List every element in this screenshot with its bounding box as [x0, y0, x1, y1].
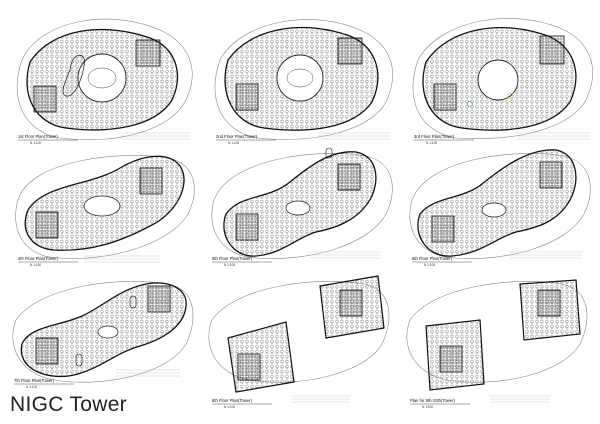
floor-plan-2: 2nd Floor Plan(Tower) N 1:100 [214, 19, 393, 145]
plan-title: 2nd Floor Plan(Tower) [216, 134, 258, 139]
core-left [235, 213, 259, 241]
plant-accent [506, 92, 514, 100]
floor-plan-1: 1st Floor Plan(Tower) N 1:100 [16, 18, 193, 145]
legend-block [516, 132, 590, 140]
plan-title: 6th Floor Plan(Tower) [412, 256, 453, 261]
stair [75, 353, 83, 367]
plan-scale: N 1:100 [228, 141, 239, 145]
site-outline [211, 153, 393, 259]
site-outline [12, 281, 194, 383]
core-left [235, 83, 259, 111]
legend-block [510, 251, 582, 259]
site-outline [214, 19, 393, 140]
floor-plan-3: 3rd Floor Plan(Tower) N 1:100 [412, 18, 593, 145]
atrium [276, 54, 324, 102]
project-title: NIGC Tower [10, 393, 127, 416]
stair [129, 295, 137, 309]
legend-block [116, 369, 180, 377]
legend-block [490, 395, 550, 403]
plan-title: Plan for 9th-10th(Tower) [410, 398, 456, 403]
floor-plan-7: 7th Floor Plan(Tower) N 1:100 [12, 281, 194, 389]
atrium [481, 202, 507, 218]
plan-scale: N 1:100 [224, 405, 235, 409]
core-right [135, 39, 161, 67]
plan-scale: N 1:100 [424, 263, 435, 267]
atrium [97, 325, 119, 339]
floor-plan-6: 6th Floor Plan(Tower) N 1:100 [409, 149, 591, 267]
plan-scale: N 1:100 [224, 263, 235, 267]
plan-scale: N 1:100 [426, 141, 437, 145]
stair [325, 147, 333, 159]
legend-block [292, 395, 350, 403]
core-right [337, 163, 361, 191]
atrium [77, 53, 127, 103]
legend-block [310, 251, 380, 259]
core-right [539, 161, 563, 189]
core-right [537, 289, 561, 317]
core-right [339, 289, 363, 317]
atrium [285, 200, 311, 216]
core-left [439, 345, 463, 373]
core-left [237, 353, 261, 381]
plan-scale: N 1:100 [30, 141, 41, 145]
plan-title: 5th Floor Plan(Tower) [212, 256, 253, 261]
core-right [139, 167, 163, 195]
floor-plan-5: 5th Floor Plan(Tower) N 1:100 [211, 147, 393, 267]
legend-block [84, 255, 160, 263]
plan-title: 7th Floor Plan(Tower) [14, 378, 55, 383]
core-left [431, 215, 455, 243]
plan-title: 4th Floor Plan(Tower) [18, 256, 59, 261]
floor-plan-9: Plan for 9th-10th(Tower) N 1:100 [406, 279, 588, 409]
central-feature [286, 68, 314, 88]
legend-block [318, 132, 390, 140]
ramp [62, 54, 85, 97]
atrium [477, 59, 519, 101]
core-right [337, 37, 363, 65]
plant-accent [467, 101, 473, 107]
core-right [147, 285, 171, 313]
atrium [83, 195, 121, 217]
central-feature [87, 67, 117, 89]
plan-title: 1st Floor Plan(Tower) [18, 134, 58, 139]
plan-scale: N 1:100 [26, 385, 37, 389]
legend-block [120, 132, 190, 140]
core-left [33, 85, 57, 113]
core-left [433, 83, 457, 111]
core-right [539, 35, 565, 65]
plan-scale: N 1:100 [30, 263, 41, 267]
floor-plan-8: 8th Floor Plan(Tower) N 1:100 [208, 275, 390, 409]
site-outline [15, 155, 195, 259]
core-left [35, 211, 59, 239]
core-left [35, 337, 59, 365]
plan-title: 8th Floor Plan(Tower) [212, 398, 253, 403]
plan-scale: N 1:100 [422, 405, 433, 409]
plan-title: 3rd Floor Plan(Tower) [414, 134, 455, 139]
floor-plan-4: 4th Floor Plan(Tower) N 1:100 [15, 155, 195, 267]
